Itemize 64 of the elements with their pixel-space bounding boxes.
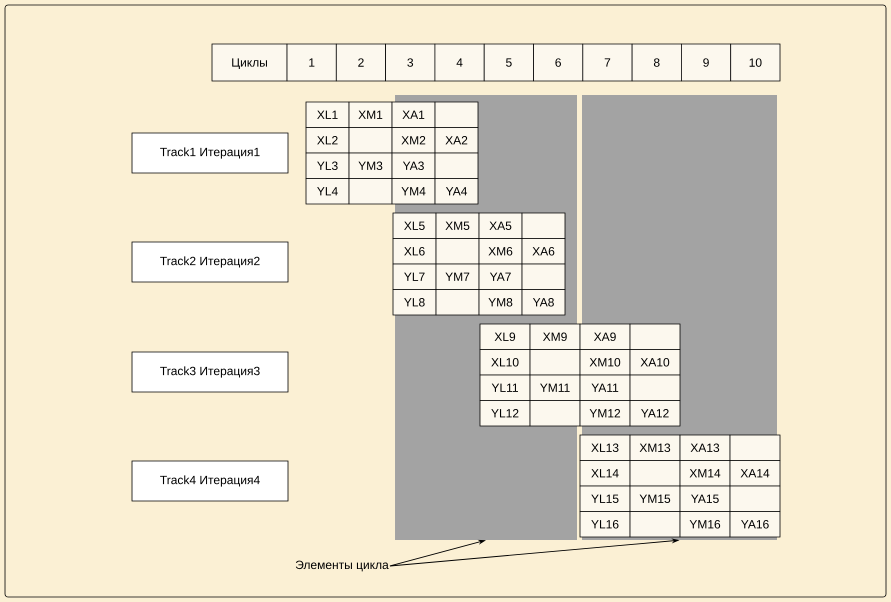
table-cell: XL1	[306, 102, 350, 128]
table-cell: XL6	[392, 238, 436, 264]
table-cell: YL4	[306, 178, 350, 204]
table-cell: YL12	[480, 400, 530, 426]
table-cell: YL3	[306, 152, 350, 179]
table-cell: XM13	[630, 434, 680, 461]
track-box: Track1 Итерация1	[132, 132, 288, 174]
table-cell: XL10	[480, 349, 530, 376]
table-cell: YM11	[530, 374, 580, 401]
table-cell: YM12	[580, 400, 630, 426]
track-box: Track3 Итерация3	[132, 352, 288, 392]
table-cell: XA2	[434, 127, 478, 154]
table-cell: XL9	[480, 324, 530, 350]
header-cell: 5	[484, 44, 534, 82]
table-cell: XL5	[392, 212, 436, 239]
callout-text: Элементы цикла	[296, 560, 389, 572]
table-cell: YM15	[630, 486, 680, 512]
table-cell: XM14	[680, 460, 730, 486]
table-cell: XA5	[478, 212, 522, 239]
table-cell: XL13	[580, 434, 630, 461]
header-cell: 3	[385, 44, 436, 82]
header-cell: 7	[582, 44, 632, 82]
table-cell: YA15	[680, 486, 730, 512]
table-cell: XA1	[392, 102, 436, 128]
table-cell: YA7	[478, 264, 522, 290]
table-cell: XM1	[348, 102, 392, 128]
table-cell: YA3	[392, 152, 436, 179]
table-cell: XA14	[730, 460, 780, 486]
table-cell: YL7	[392, 264, 436, 290]
table-cell: YA12	[630, 400, 680, 426]
table-cell: XA9	[580, 324, 630, 350]
table-cell: XA6	[522, 238, 566, 264]
table-cell: XL2	[306, 127, 350, 154]
track-box: Track2 Итерация2	[132, 242, 288, 282]
table-cell: XL14	[580, 460, 630, 486]
table-cell: YM7	[436, 264, 480, 290]
header-cell: Циклы	[212, 44, 288, 82]
table-cell: YM16	[680, 511, 730, 538]
header-cell: 1	[286, 44, 337, 82]
header-cell: 6	[533, 44, 584, 82]
table-cell: XM6	[478, 238, 522, 264]
table-cell: XM2	[392, 127, 436, 154]
table-cell: YA16	[730, 511, 780, 538]
header-cell: 9	[681, 44, 732, 82]
table-cell: YL11	[480, 374, 530, 401]
header-cell: 4	[434, 44, 485, 82]
table-cell: YM3	[348, 152, 392, 179]
table-cell: XA10	[630, 349, 680, 376]
table-cell: YM4	[392, 178, 436, 204]
table-cell: XM10	[580, 349, 630, 376]
table-cell: XA13	[680, 434, 730, 461]
table-cell: XM9	[530, 324, 580, 350]
track-box: Track4 Итерация4	[132, 460, 288, 502]
table-cell: YA8	[522, 289, 566, 316]
table-cell: YM8	[478, 289, 522, 316]
header-cell: 8	[632, 44, 682, 82]
table-cell: YL15	[580, 486, 630, 512]
table-cell: XM5	[436, 212, 480, 239]
table-cell: YA4	[434, 178, 478, 204]
table-cell: YL16	[580, 511, 630, 538]
header-cell: 2	[336, 44, 386, 82]
header-cell: 10	[730, 44, 780, 82]
table-cell: YA11	[580, 374, 630, 401]
table-cell: YL8	[392, 289, 436, 316]
